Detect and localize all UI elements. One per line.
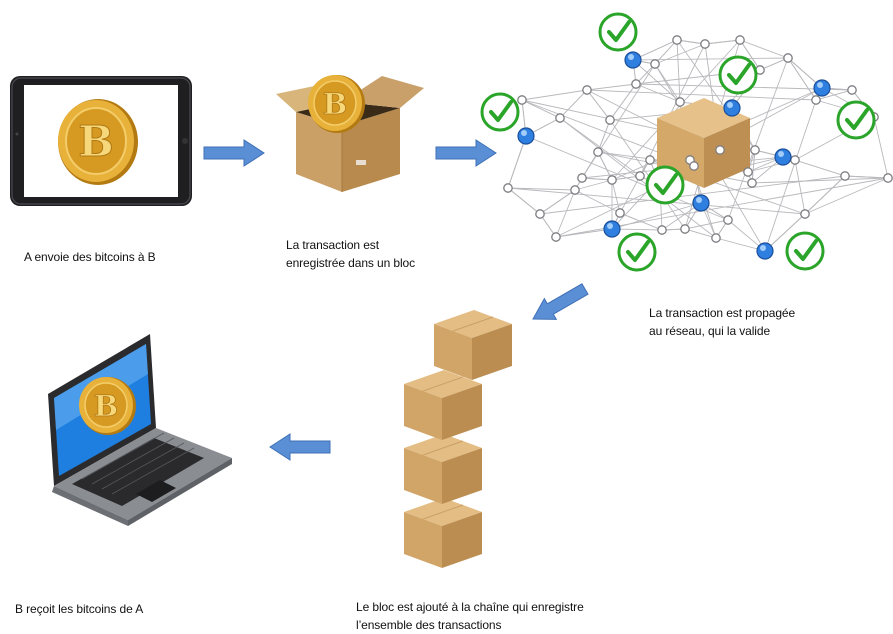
step-1-caption: A envoie des bitcoins à B [24,248,156,266]
bitcoin-coin-icon: B [58,99,138,185]
network-node [840,171,850,181]
network-node [700,39,710,49]
step-3-caption: La transaction est propagée au réseau, q… [649,304,795,340]
svg-text:B: B [323,87,348,121]
svg-text:B: B [94,389,119,423]
laptop-icon [48,334,232,526]
network-node [607,175,617,185]
network-node [645,155,655,165]
chain-block-box [404,370,482,440]
network-node [555,113,565,123]
chain-block-box [404,434,482,504]
network-node [631,79,641,89]
network-node [672,35,682,45]
network-validator-node [813,79,831,97]
network-node [689,161,699,171]
network-node [615,208,625,218]
checkmark-icon [785,231,825,271]
step-2-caption-line-2: enregistrée dans un bloc [286,256,416,270]
network-node [570,185,580,195]
bitcoin-coin-icon: B [79,377,136,435]
network-node [790,155,800,165]
step-4-caption-line-1: Le bloc est ajouté à la chaîne qui enreg… [356,600,584,614]
checkmark-icon [718,55,758,95]
network-node [635,171,645,181]
network-node [605,115,615,125]
network-node [657,225,667,235]
network-validator-node [624,51,642,69]
arrow-left-icon [269,433,331,461]
network-validator-node [517,127,535,145]
network-node [735,35,745,45]
network-icon [480,12,893,272]
step-2-caption-line-1: La transaction est [286,238,379,252]
network-node [675,97,685,107]
step-5-caption-line-1: B reçoit les bitcoins de A [15,602,144,616]
step-5-caption: B reçoit les bitcoins de A [15,600,143,618]
step-3-caption-line-1: La transaction est propagée [649,306,796,320]
arrow-down-left-icon [532,283,589,320]
network-node [582,85,592,95]
network-node [883,173,893,183]
chain-block-box [404,498,482,568]
network-node [783,53,793,63]
network-validator-node [774,148,792,166]
network-validator-node [603,220,621,238]
network-validator-node [756,242,774,260]
network-node [715,145,725,155]
step-1-caption-line-1: A envoie des bitcoins à B [24,250,156,264]
network-node [650,59,660,69]
network-node [811,95,821,105]
network-validator-node [723,99,741,117]
network-node [723,215,733,225]
network-node [747,178,757,188]
network-node [743,167,753,177]
checkmark-icon [480,92,520,132]
network-node [535,209,545,219]
checkmark-icon [617,232,657,272]
network-node [750,145,760,155]
network-node [503,183,513,193]
step-4-caption-line-2: l’ensemble des transactions [356,618,502,632]
chain-block-box [434,310,512,380]
svg-text:B: B [78,117,114,166]
checkmark-icon [598,12,638,52]
network-node [577,173,587,183]
arrow-right-icon [435,139,497,167]
checkmark-icon [836,100,876,140]
network-node [847,85,857,95]
network-node [551,232,561,242]
step-4-caption: Le bloc est ajouté à la chaîne qui enreg… [356,598,584,634]
network-validator-node [692,194,710,212]
network-node [593,147,603,157]
arrow-right-icon [203,139,265,167]
network-node [517,95,527,105]
network-node [680,224,690,234]
network-node [711,233,721,243]
step-3-caption-line-2: au réseau, qui la valide [649,324,771,338]
box-stack-icon [404,310,512,568]
network-node [800,209,810,219]
step-2-caption: La transaction est enregistrée dans un b… [286,236,415,272]
bitcoin-coin-icon: B [308,75,365,133]
checkmark-icon [645,165,685,205]
